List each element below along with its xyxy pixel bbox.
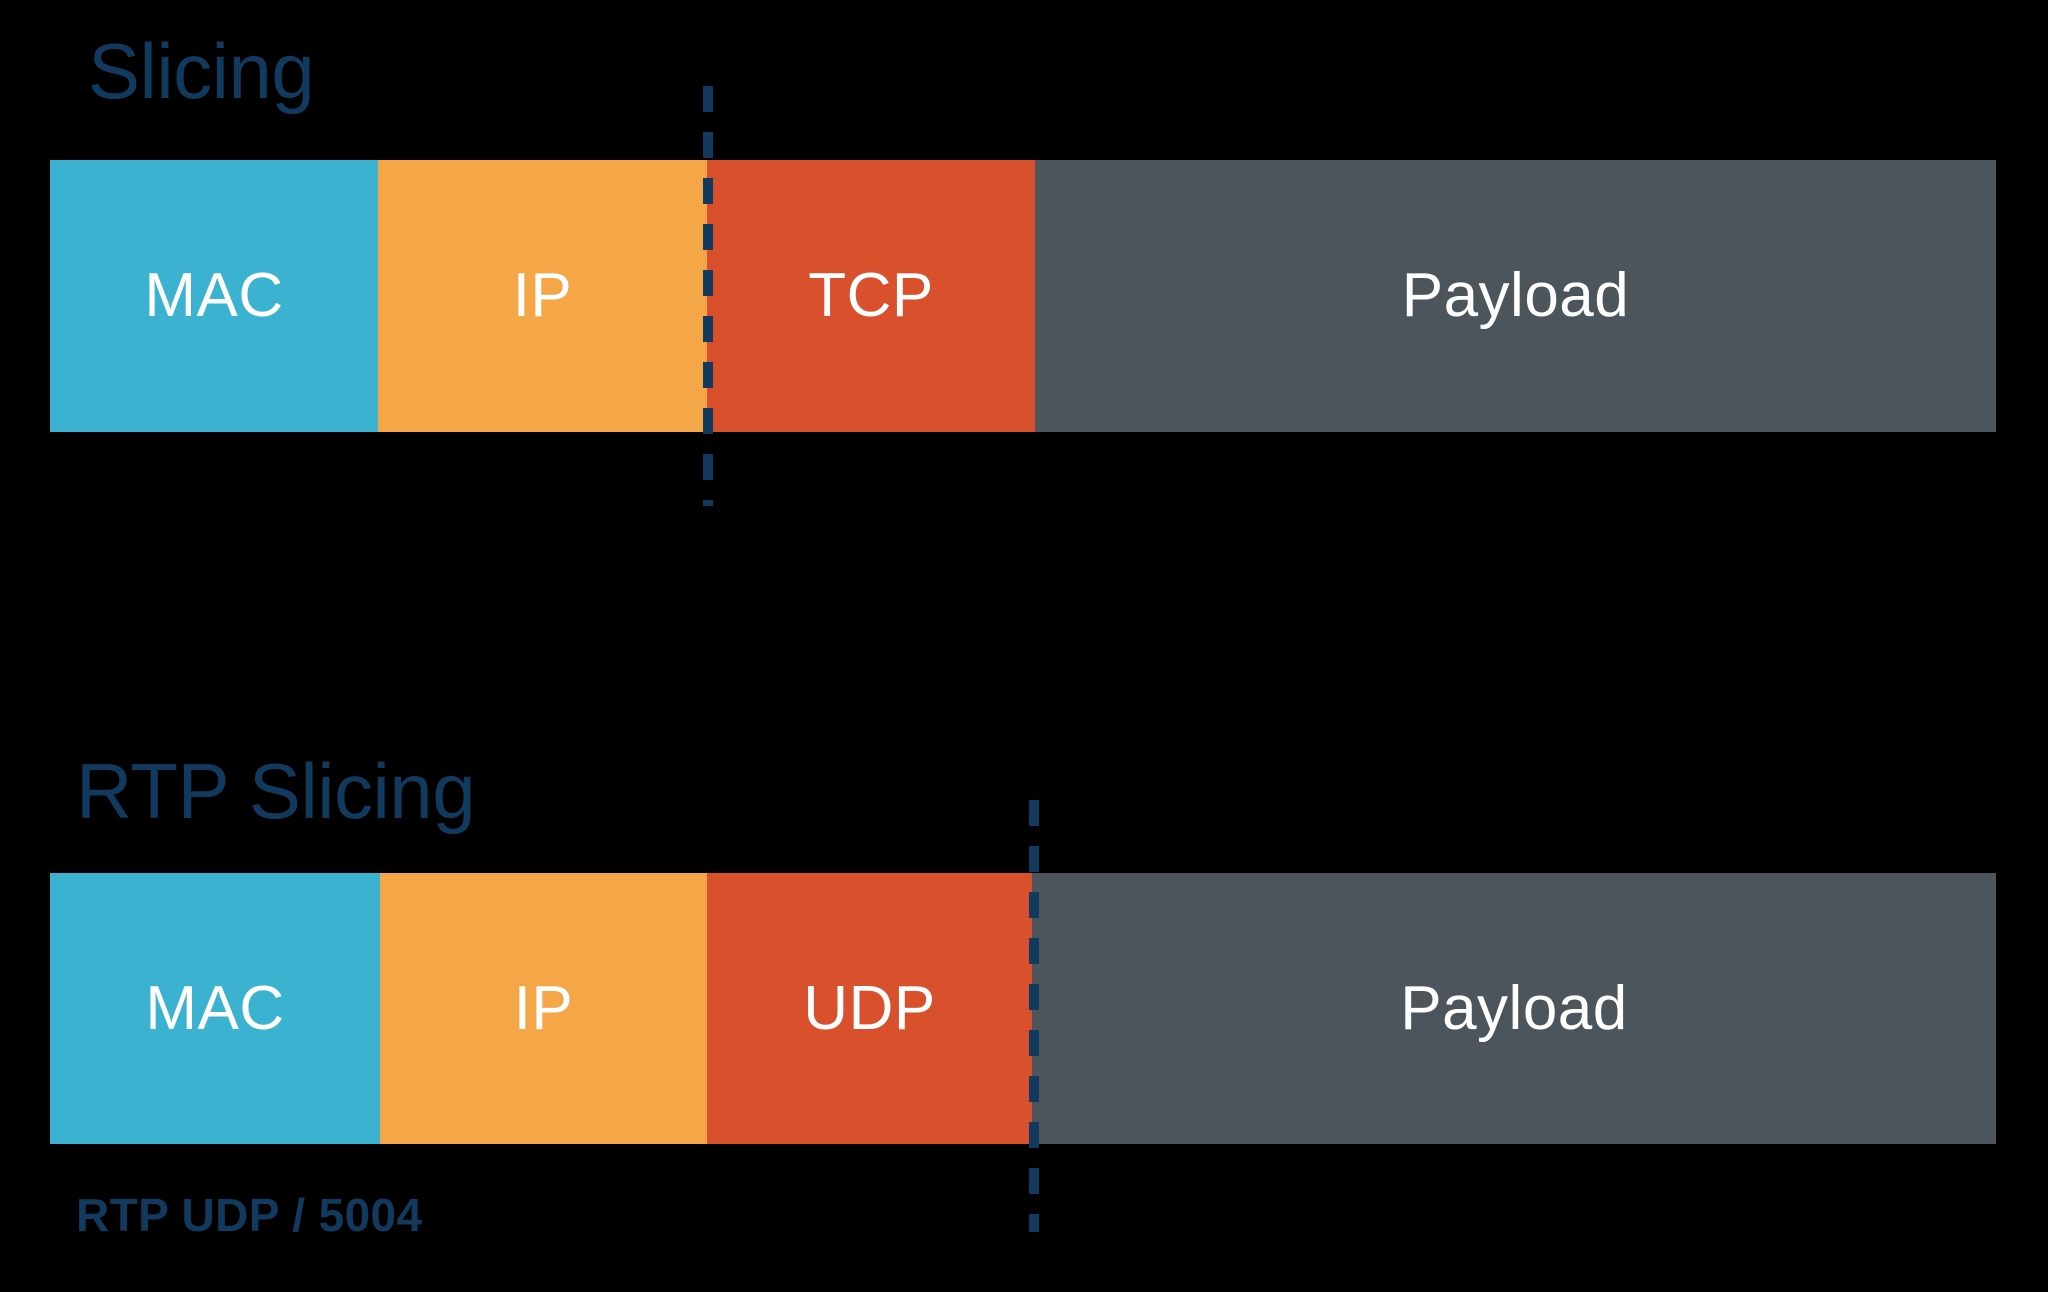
packet-field-label-mac: MAC [145,973,285,1043]
section-title-rtp-slicing: RTP Slicing [76,747,476,835]
packet-field-label-payload: Payload [1401,261,1630,330]
packet-field-label-ip: IP [513,973,574,1043]
packet-bar-udp: MAC IP UDP Payload [50,873,1996,1144]
tcp-slice-cut-line-icon [703,86,713,506]
packet-field-udp: UDP [707,873,1032,1144]
packet-field-label-ip: IP [512,261,573,330]
packet-field-ip-tcp: IP [378,160,707,432]
rtp-port-footnote: RTP UDP / 5004 [76,1189,423,1241]
packet-field-payload-udp: Payload [1032,873,1996,1144]
udp-slice-cut-line-icon [1029,800,1039,1232]
packet-field-label-udp: UDP [803,973,936,1043]
section-title-slicing: Slicing [88,27,315,115]
packet-field-mac-tcp: MAC [50,160,378,432]
packet-field-payload-tcp: Payload [1035,160,1996,432]
packet-field-label-payload: Payload [1400,973,1628,1043]
packet-field-label-mac: MAC [144,261,284,330]
packet-field-label-tcp: TCP [808,261,934,330]
packet-field-mac-udp: MAC [50,873,380,1144]
packet-bar-tcp: MAC IP TCP Payload [50,160,1996,432]
packet-field-tcp: TCP [707,160,1035,432]
packet-field-ip-udp: IP [380,873,707,1144]
